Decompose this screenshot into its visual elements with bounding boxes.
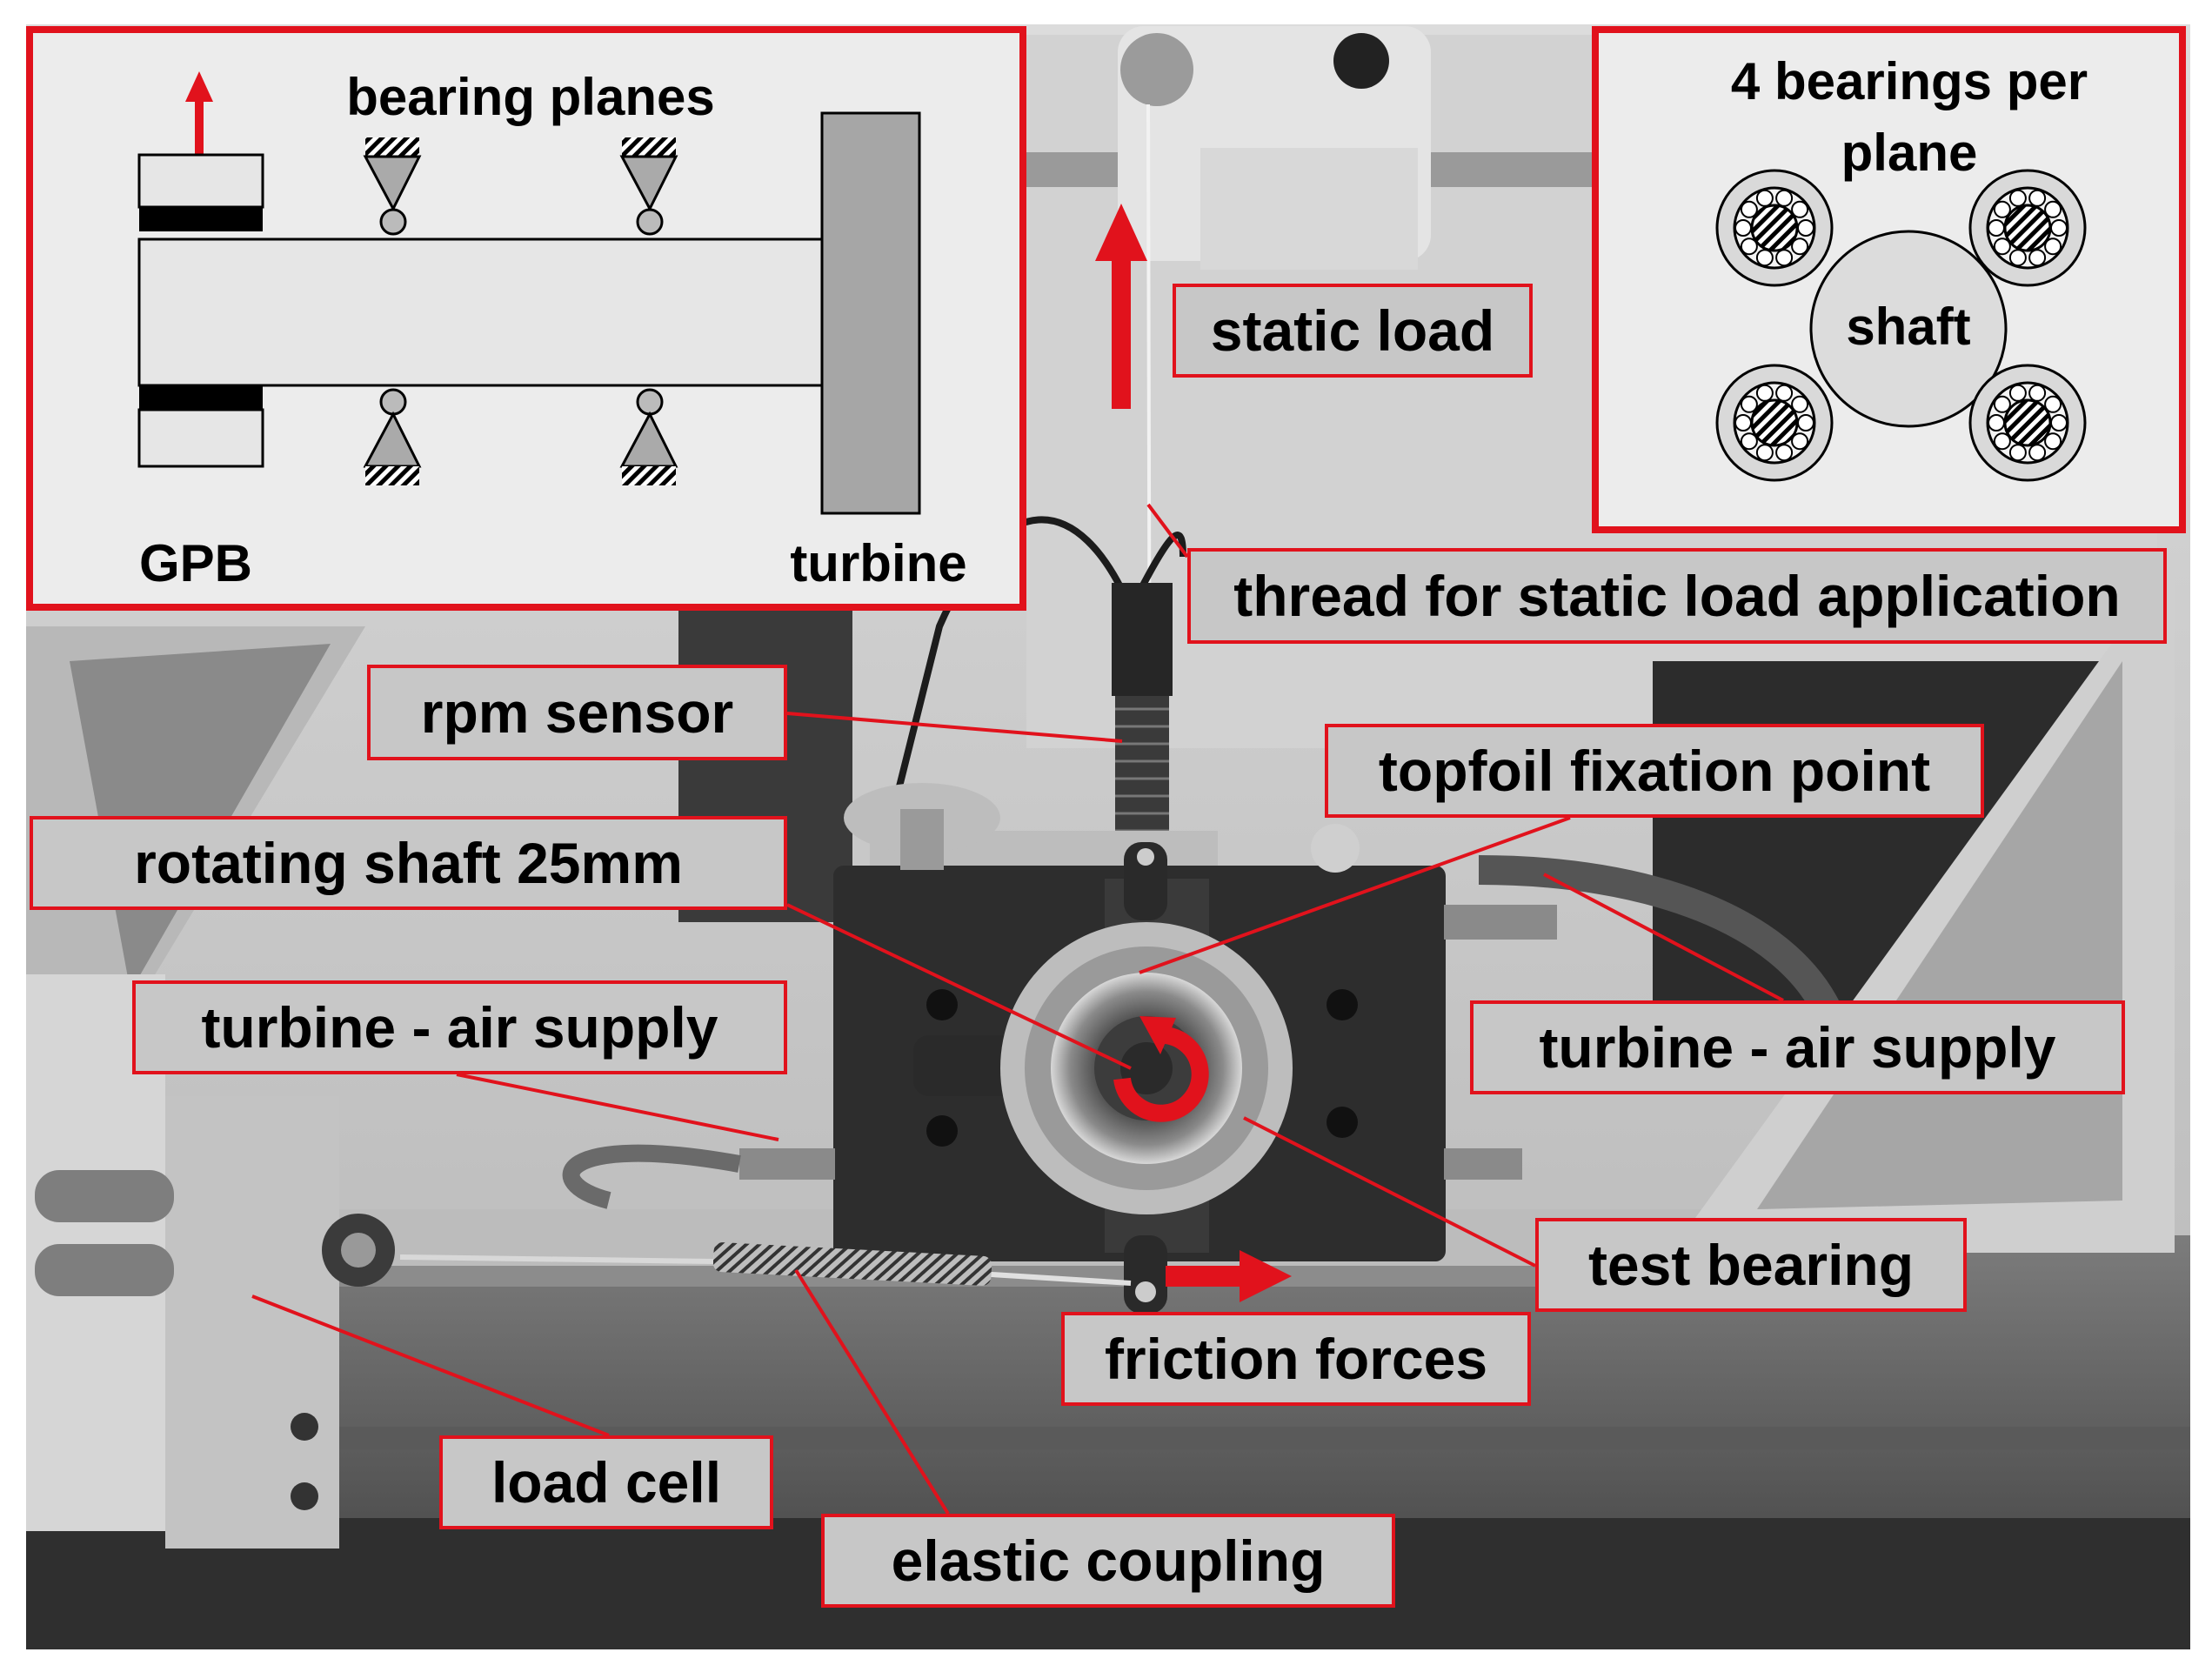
bearing-ball	[1740, 237, 1758, 256]
bearing-ball	[2008, 384, 2027, 402]
inset-title-line1: 4 bearings per	[1730, 52, 2088, 110]
inset-bearing-layout	[1592, 26, 2186, 533]
bearing-support-icon	[619, 137, 678, 236]
bearing-ball	[1993, 237, 2011, 256]
bearing-ball	[1755, 189, 1774, 207]
inset-label-gpb: GPB	[138, 534, 253, 592]
inset-shaft-schematic	[26, 26, 1026, 611]
bearing-ball	[1988, 219, 2005, 237]
label-rpm-sensor: rpm sensor	[367, 665, 787, 760]
label-topfoil: topfoil fixation point	[1325, 724, 1984, 818]
bearing-ball	[1791, 237, 1809, 256]
schematic-turbine	[820, 111, 921, 515]
bearing-ball	[1797, 414, 1814, 431]
rotation-arrowhead-icon	[1139, 1016, 1176, 1054]
bearing-ball	[1734, 219, 1752, 237]
bearing-ball	[1775, 384, 1794, 402]
bearing-balls	[1734, 189, 2068, 462]
bearing-ball	[1734, 414, 1752, 431]
inset-title-line2: plane	[1841, 124, 1978, 182]
gpb-load-arrow-icon	[185, 71, 213, 157]
bearing-ball	[1775, 189, 1794, 207]
bearing-ball	[1755, 444, 1774, 462]
bearing-ball	[1988, 414, 2005, 431]
bearing-support-icon	[363, 388, 422, 485]
bearing-ball	[1791, 200, 1809, 218]
bearing-ball	[1791, 395, 1809, 413]
label-turbine-air-right: turbine - air supply	[1470, 1000, 2125, 1094]
bearing-ball	[2050, 414, 2068, 431]
bearing-support-icon	[363, 137, 422, 236]
label-elastic-coupling: elastic coupling	[821, 1514, 1395, 1608]
rotation-arrow-icon	[1113, 1026, 1209, 1122]
label-friction-forces: friction forces	[1061, 1312, 1531, 1406]
bearing-ball	[1797, 219, 1814, 237]
bearing-ball	[1740, 395, 1758, 413]
bearing-ball	[2008, 249, 2027, 267]
schematic-shaft	[137, 237, 824, 387]
bearing-ball	[2028, 249, 2047, 267]
bearing-ball	[2044, 237, 2062, 256]
bearing-ball	[1740, 200, 1758, 218]
label-load-cell: load cell	[439, 1435, 773, 1529]
bearing-ball	[1993, 395, 2011, 413]
bearing-ball	[2028, 444, 2047, 462]
static-load-arrow-icon	[1095, 204, 1147, 409]
bearing-ball	[1755, 384, 1774, 402]
bearing-ball	[2044, 395, 2062, 413]
bearing-ball	[2044, 200, 2062, 218]
leader-lines	[251, 503, 1784, 1515]
bearing-ball	[2044, 432, 2062, 451]
bearing-ball	[1993, 432, 2011, 451]
bearing-ball	[2050, 219, 2068, 237]
label-test-bearing: test bearing	[1535, 1218, 1967, 1312]
bearing-ball	[1775, 249, 1794, 267]
bearing-ball	[1775, 444, 1794, 462]
bearing-ball	[2028, 189, 2047, 207]
bearing-support-icon	[619, 388, 678, 485]
friction-arrow-icon	[1166, 1250, 1292, 1302]
schematic-shaft-circle	[1809, 230, 2008, 428]
bearing-ball	[1755, 249, 1774, 267]
bearing-ball	[1791, 432, 1809, 451]
label-static-load: static load	[1173, 284, 1533, 378]
bearing-ball	[2028, 384, 2047, 402]
bearing-ball	[1993, 200, 2011, 218]
inset-label-turbine: turbine	[790, 534, 967, 592]
bearing-ball	[2008, 189, 2027, 207]
inset-label-shaft: shaft	[1846, 298, 1971, 356]
bearing-ball	[2008, 444, 2027, 462]
label-thread: thread for static load application	[1187, 548, 2167, 644]
label-turbine-air-left: turbine - air supply	[132, 980, 787, 1074]
inset-title-bearing-planes: bearing planes	[346, 68, 715, 126]
label-rotating-shaft: rotating shaft 25mm	[30, 816, 787, 910]
bearing-ball	[1740, 432, 1758, 451]
